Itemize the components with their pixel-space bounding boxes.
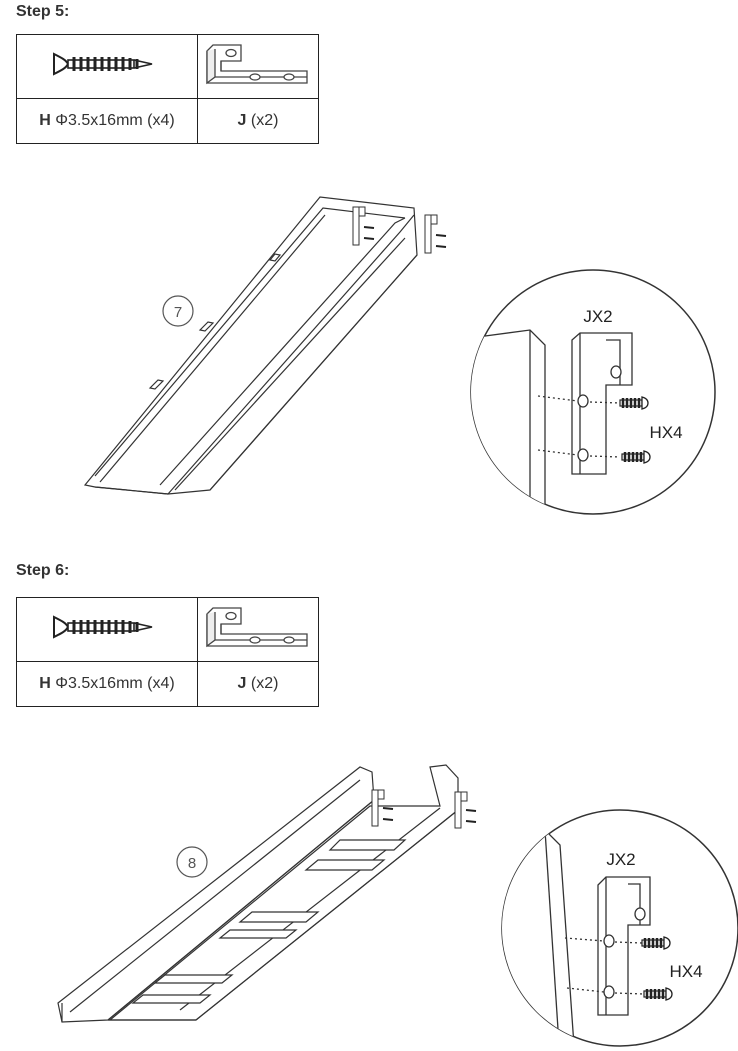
screw-cell: [16, 34, 198, 99]
step5-illustration: 7 JX2 HX4: [83, 196, 716, 515]
screw-cell: [16, 597, 198, 662]
part-spec: Φ3.5x16mm (x4): [55, 112, 175, 129]
part-letter: J: [237, 112, 247, 129]
l-bracket-icon: [206, 607, 308, 647]
top-brackets: [352, 206, 438, 254]
top-brackets: [371, 789, 468, 829]
side-rails-diagram: [83, 196, 418, 495]
frame-assembly-diagram: [57, 764, 459, 1023]
figure-number-badge: [176, 846, 208, 878]
figure-number-badge: [162, 295, 194, 327]
screw-label: H Φ3.5x16mm (x4): [16, 661, 198, 707]
step-title: Step 6:: [16, 562, 70, 579]
bracket-cell: [197, 597, 319, 662]
figure-number: 8: [188, 855, 196, 872]
part-spec: (x2): [250, 112, 279, 129]
parts-table: H Φ3.5x16mm (x4) J (x2): [16, 34, 319, 144]
figure-number: 7: [174, 304, 182, 321]
l-bracket-icon: [206, 44, 308, 84]
parts-table: H Φ3.5x16mm (x4) J (x2): [16, 597, 319, 707]
part-letter: H: [39, 675, 51, 692]
part-spec: Φ3.5x16mm (x4): [55, 675, 175, 692]
screw-callout: HX4: [649, 423, 682, 442]
bracket-label: J (x2): [197, 661, 319, 707]
step-title: Step 5:: [16, 3, 70, 20]
screw-icon: [52, 615, 154, 639]
bracket-callout: JX2: [606, 850, 635, 869]
detail-magnifier: JX2 HX4: [501, 809, 738, 1047]
bracket-callout: JX2: [583, 307, 612, 326]
part-letter: J: [237, 675, 247, 692]
step6-illustration: 8 JX2 HX4: [57, 764, 738, 1047]
screw-icon: [52, 52, 154, 76]
part-spec: (x2): [250, 675, 279, 692]
detail-magnifier: JX2 HX4: [470, 269, 716, 515]
top-screws: [382, 807, 477, 823]
part-letter: H: [39, 112, 51, 129]
top-screws: [363, 226, 447, 248]
bracket-label: J (x2): [197, 98, 319, 144]
screw-callout: HX4: [669, 962, 702, 981]
bracket-cell: [197, 34, 319, 99]
screw-label: H Φ3.5x16mm (x4): [16, 98, 198, 144]
